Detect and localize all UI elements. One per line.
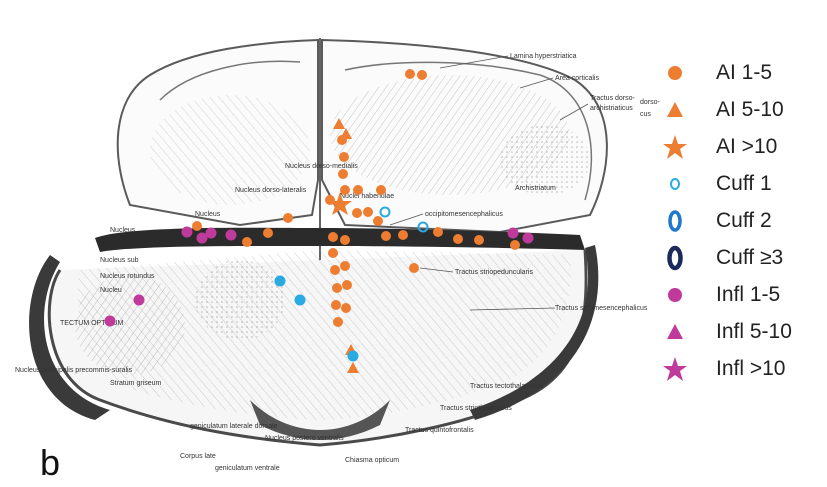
rotundus-texture <box>195 260 285 340</box>
legend-label: AI 1-5 <box>716 61 772 85</box>
ai-1-5-marker <box>373 216 383 226</box>
magenta-circle-icon <box>662 280 688 310</box>
magenta-triangle-icon <box>662 317 688 347</box>
ai-1-5-marker <box>341 303 351 313</box>
ai-1-5-marker <box>363 207 373 217</box>
ai-1-5-marker <box>340 235 350 245</box>
legend-item-infl-1-5: Infl 1-5 <box>662 280 822 317</box>
ai-1-5-marker <box>417 70 427 80</box>
cuff-1-fill-marker <box>275 276 286 287</box>
legend-item-cuff-2: Cuff 2 <box>662 206 822 243</box>
label-corpus-laterale: Corpus late <box>180 453 216 460</box>
ai-1-5-marker <box>328 232 338 242</box>
ai-1-5-marker <box>398 230 408 240</box>
ai-1-5-marker <box>405 69 415 79</box>
ai-1-5-marker <box>263 228 273 238</box>
magenta-star-icon <box>662 354 688 384</box>
legend-item-ai-gt-10: AI >10 <box>662 132 822 169</box>
ai-1-5-marker <box>283 213 293 223</box>
legend-item-infl-5-10: Infl 5-10 <box>662 317 822 354</box>
ai-1-5-marker <box>381 231 391 241</box>
legend-label: Infl 5-10 <box>716 320 792 344</box>
label-nucleus-sub: Nucleus sub <box>100 257 139 264</box>
label-tractus-dorso: Tractus dorso- <box>590 95 636 102</box>
label-tractus-tectothalamicus: Tractus tectothalamicus <box>470 383 544 390</box>
legend-label: Cuff ≥3 <box>716 246 783 270</box>
legend-item-ai-1-5: AI 1-5 <box>662 58 822 95</box>
legend-item-cuff-1: Cuff 1 <box>662 169 822 206</box>
ai-1-5-marker <box>328 248 338 258</box>
legend-label: Cuff 2 <box>716 209 772 233</box>
legend-label: Cuff 1 <box>716 172 772 196</box>
label-nuclei-habenulae: Nuclei habenulae <box>340 193 394 200</box>
legend-item-ai-5-10: AI 5-10 <box>662 95 822 132</box>
ai-1-5-marker <box>192 221 202 231</box>
label-occipitomesencephalicus: occipitomesencephalicus <box>425 211 503 218</box>
ai-1-5-marker <box>338 169 348 179</box>
thin-ring-icon <box>662 169 688 199</box>
ai-1-5-marker <box>453 234 463 244</box>
label-tractus-quintofrontalis: Tractus quintofrontalis <box>405 427 474 434</box>
orange-circle-icon <box>662 58 688 88</box>
legend-label: Infl >10 <box>716 357 785 381</box>
cuff-1-fill-marker <box>295 295 306 306</box>
label-tractus-striomesencephalicus: Tractus striomesencephalicus <box>555 305 648 312</box>
label-archistriaticus: archistriaticus <box>590 105 633 112</box>
label-nucleus-dorsolateralis: Nucleus dorso-lateralis <box>235 187 307 194</box>
medium-ring-icon <box>662 206 688 236</box>
label-geniculatum-laterale: geniculatum laterale dorsale <box>190 423 278 430</box>
ai-1-5-marker <box>376 185 386 195</box>
infl-1-5-marker <box>508 228 519 239</box>
legend-label: Infl 1-5 <box>716 283 780 307</box>
ai-1-5-marker <box>242 237 252 247</box>
ai-1-5-marker <box>339 152 349 162</box>
label-stratum-griseum: Stratum griseum <box>110 380 162 387</box>
label-cus: cus <box>640 111 651 118</box>
ai-1-5-marker <box>332 283 342 293</box>
infl-1-5-marker <box>105 316 116 327</box>
ai-1-5-marker <box>433 227 443 237</box>
label-geniculatum-ventrale: geniculatum ventrale <box>215 465 280 472</box>
ai-1-5-marker <box>510 240 520 250</box>
legend-item-cuff-3: Cuff ≥3 <box>662 243 822 280</box>
label-nucleus-principalis: Nucleus principalis precommis-suralis <box>15 367 133 374</box>
infl-1-5-marker <box>206 228 217 239</box>
infl-1-5-marker <box>523 233 534 244</box>
label-nucleus-postero-ventralis: Nucleus postero ventralis <box>265 435 344 442</box>
label-nucleus-left2: Nucleus <box>195 211 221 218</box>
orange-star-icon <box>662 132 688 162</box>
ai-1-5-marker <box>474 235 484 245</box>
label-nucleus-short: Nucleu <box>100 287 122 294</box>
legend-label: AI >10 <box>716 135 777 159</box>
legend-label: AI 5-10 <box>716 98 784 122</box>
ai-1-5-marker <box>409 263 419 273</box>
label-tractus-striopeduncularis: Tractus striopeduncularis <box>455 269 533 276</box>
legend: AI 1-5 AI 5-10 AI >10 Cuff 1 Cuff 2 Cuff… <box>662 58 822 391</box>
infl-1-5-marker <box>182 227 193 238</box>
label-archistriatum: Archistriatum <box>515 185 556 192</box>
label-nucleus-rotundus: Nucleus rotundus <box>100 273 155 280</box>
label-tractus-striothalamicus: Tractus striothalamicus <box>440 405 512 412</box>
label-chiasma-opticum: Chiasma opticum <box>345 457 399 464</box>
orange-triangle-icon <box>662 95 688 125</box>
panel-label: b <box>40 442 60 484</box>
infl-1-5-marker <box>134 295 145 306</box>
label-dorso-side: dorso- <box>640 99 661 106</box>
infl-1-5-marker <box>226 230 237 241</box>
legend-item-infl-gt-10: Infl >10 <box>662 354 822 391</box>
ai-1-5-marker <box>353 185 363 195</box>
ai-1-5-marker <box>340 185 350 195</box>
label-lamina-hyperstriatica: Lamina hyperstriatica <box>510 53 577 60</box>
thick-ring-icon <box>662 243 688 273</box>
cuff-1-fill-marker <box>348 351 359 362</box>
label-nucleus-dorso-medialis: Nucleus dorso-medialis <box>285 163 358 170</box>
ai-1-5-marker <box>342 280 352 290</box>
label-nucleus-left: Nucleus <box>110 227 136 234</box>
ai-1-5-marker <box>333 317 343 327</box>
ai-1-5-marker <box>331 300 341 310</box>
label-area-corticalis: Area corticalis <box>555 75 599 82</box>
ai-1-5-marker <box>352 208 362 218</box>
ai-1-5-marker <box>340 261 350 271</box>
ai-1-5-marker <box>330 265 340 275</box>
